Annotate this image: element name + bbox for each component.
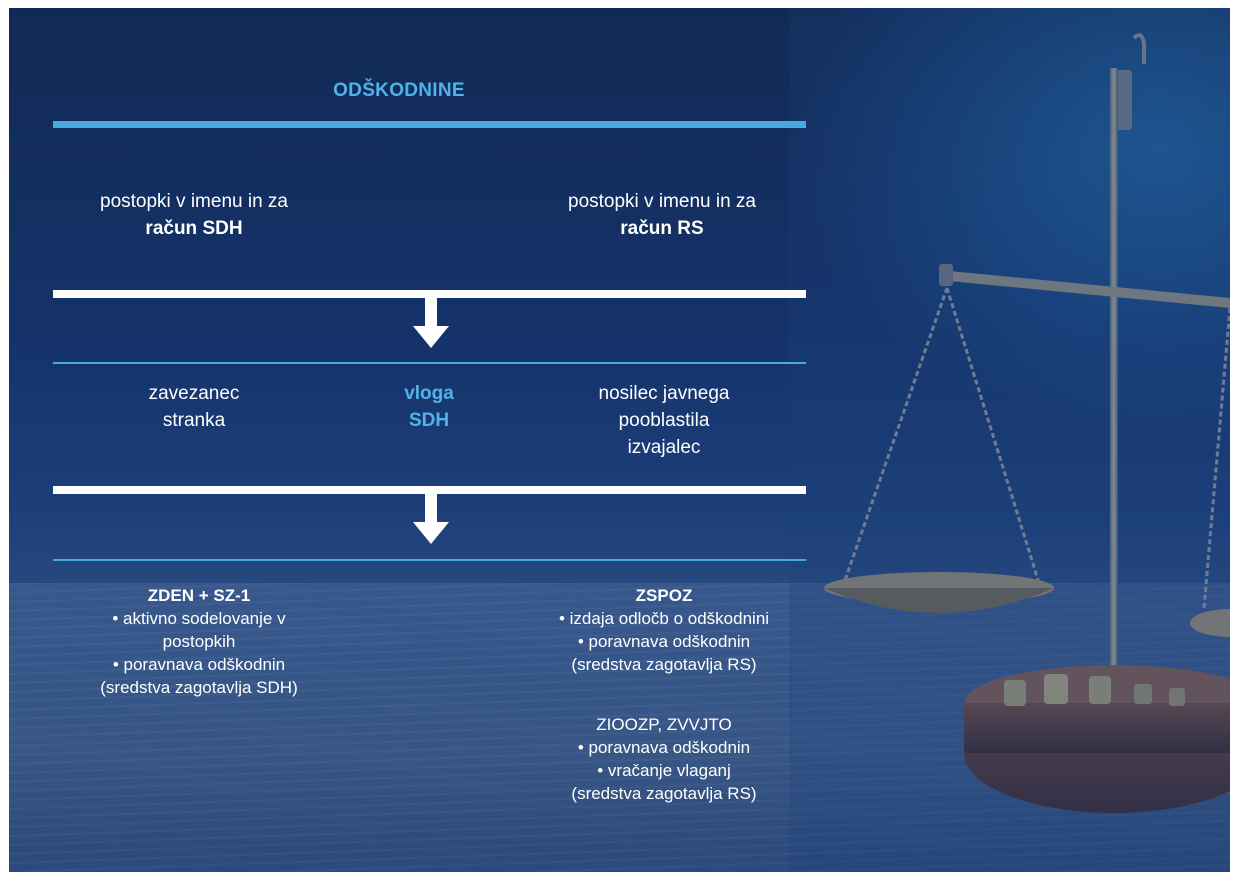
- bottom-right-b-line1: • poravnava odškodnin: [577, 738, 751, 757]
- diagram-title: ODŠKODNINE: [333, 80, 465, 101]
- bottom-left-line2: postopkih: [162, 632, 236, 651]
- middle-left-line2: stranka: [162, 410, 226, 431]
- diagram-frame: ODŠKODNINE postopki v imenu in za račun …: [9, 8, 1230, 872]
- middle-right-line2: pooblastila: [618, 410, 710, 431]
- bottom-right-a-line2: • poravnava odškodnin: [577, 632, 751, 651]
- bottom-left-line1: • aktivno sodelovanje v: [112, 609, 286, 628]
- bottom-cyan-divider: [53, 559, 806, 561]
- bottom-left-heading: ZDEN + SZ-1: [147, 586, 251, 605]
- top-white-divider: [53, 290, 806, 298]
- middle-cyan-divider: [53, 362, 806, 364]
- top-right-line1: postopki v imenu in za: [568, 191, 756, 212]
- bottom-right-block-a: ZSPOZ • izdaja odločb o odškodnini • por…: [509, 584, 819, 676]
- middle-left-line1: zavezanec: [148, 383, 240, 404]
- bottom-white-divider: [53, 486, 806, 494]
- bottom-left-line4: (sredstva zagotavlja SDH): [100, 678, 298, 697]
- down-arrow-icon: [413, 296, 449, 348]
- bottom-right-a-line1: • izdaja odločb o odškodnini: [558, 609, 770, 628]
- bottom-right-a-heading: ZSPOZ: [635, 586, 693, 605]
- bottom-right-a-line3: (sredstva zagotavlja RS): [571, 655, 757, 674]
- bottom-right-block-b: ZIOOZP, ZVVJTO • poravnava odškodnin • v…: [509, 713, 819, 805]
- role-label-line2: SDH: [408, 410, 450, 431]
- top-left-line2: račun SDH: [145, 218, 243, 239]
- role-label-line1: vloga: [404, 383, 454, 404]
- top-right-line2: račun RS: [620, 218, 704, 239]
- middle-right-line1: nosilec javnega: [598, 383, 730, 404]
- bottom-right-b-line2: • vračanje vlaganj: [597, 761, 731, 780]
- top-right-block: postopki v imenu in za račun RS: [517, 188, 807, 242]
- scales-of-justice-image: [789, 8, 1230, 872]
- bottom-left-block: ZDEN + SZ-1 • aktivno sodelovanje v post…: [49, 584, 349, 699]
- bottom-left-line3: • poravnava odškodnin: [112, 655, 286, 674]
- down-arrow-icon: [413, 492, 449, 544]
- top-left-line1: postopki v imenu in za: [100, 191, 288, 212]
- title-underline-divider: [53, 121, 806, 128]
- middle-left-block: zavezanec stranka: [89, 380, 299, 434]
- middle-right-block: nosilec javnega pooblastila izvajalec: [549, 380, 779, 461]
- top-left-block: postopki v imenu in za račun SDH: [49, 188, 339, 242]
- middle-center-block: vloga SDH: [369, 380, 489, 434]
- middle-right-line3: izvajalec: [627, 437, 701, 458]
- bottom-right-b-line3: (sredstva zagotavlja RS): [571, 784, 757, 803]
- bottom-right-b-heading: ZIOOZP, ZVVJTO: [596, 715, 732, 734]
